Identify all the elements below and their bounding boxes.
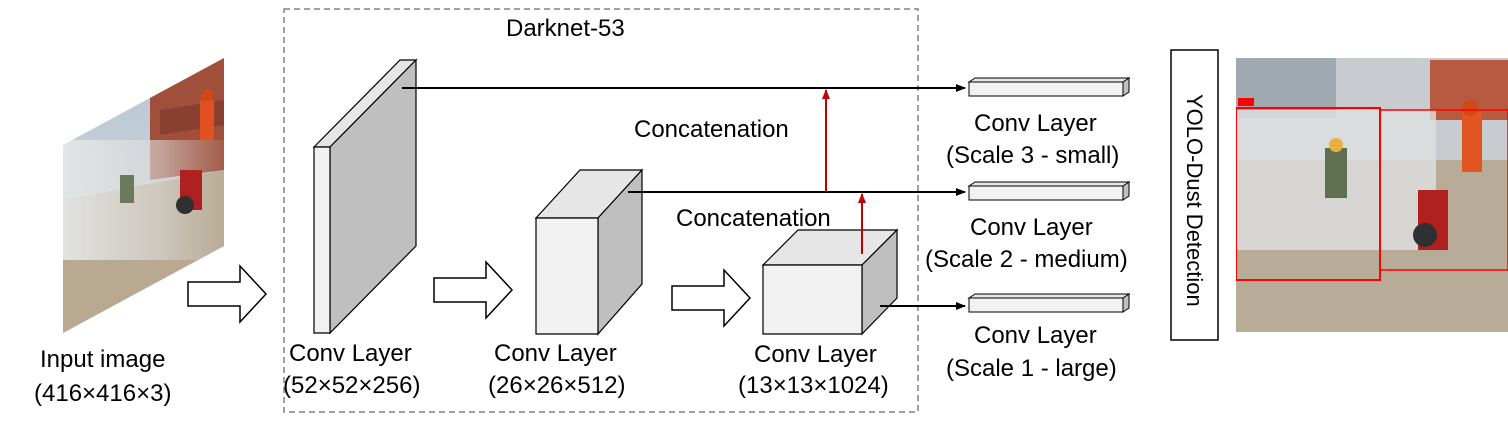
darknet-group-border [283, 8, 919, 413]
output-2-label: Conv Layer [970, 214, 1093, 241]
flow-arrow-2 [433, 260, 514, 320]
output-image [1236, 58, 1508, 332]
flow-arrow-3 [671, 268, 752, 328]
detector-box [1170, 49, 1219, 341]
conv-1-label: Conv Layer [289, 340, 412, 367]
conv-2-label: Conv Layer [494, 340, 617, 367]
group-title: Darknet-53 [506, 15, 625, 42]
output-3-scale: (Scale 3 - small) [946, 142, 1120, 169]
output-2-scale: (Scale 2 - medium) [925, 246, 1128, 273]
concatenation-label-upper: Concatenation [634, 116, 789, 143]
output-1-label: Conv Layer [974, 322, 1097, 349]
output-bar-scale-1 [967, 293, 1131, 313]
detector-label: YOLO-Dust Detection [1182, 94, 1207, 307]
output-1-scale: (Scale 1 - large) [946, 355, 1117, 382]
conv-block-3 [761, 228, 899, 336]
output-bar-scale-2 [967, 181, 1131, 201]
input-shape: (416×416×3) [34, 380, 172, 407]
conv-1-shape: (52×52×256) [283, 372, 421, 399]
conv-block-1 [312, 58, 418, 335]
conv-2-shape: (26×26×512) [488, 372, 626, 399]
conv-block-2 [534, 168, 644, 336]
flow-arrow-1 [187, 264, 268, 324]
input-label: Input image [40, 346, 166, 373]
conv-3-shape: (13×13×1024) [738, 372, 889, 399]
conv-3-label: Conv Layer [754, 341, 877, 368]
output-bar-scale-3 [967, 77, 1131, 97]
output-3-label: Conv Layer [974, 110, 1097, 137]
concatenation-label-lower: Concatenation [676, 205, 831, 232]
